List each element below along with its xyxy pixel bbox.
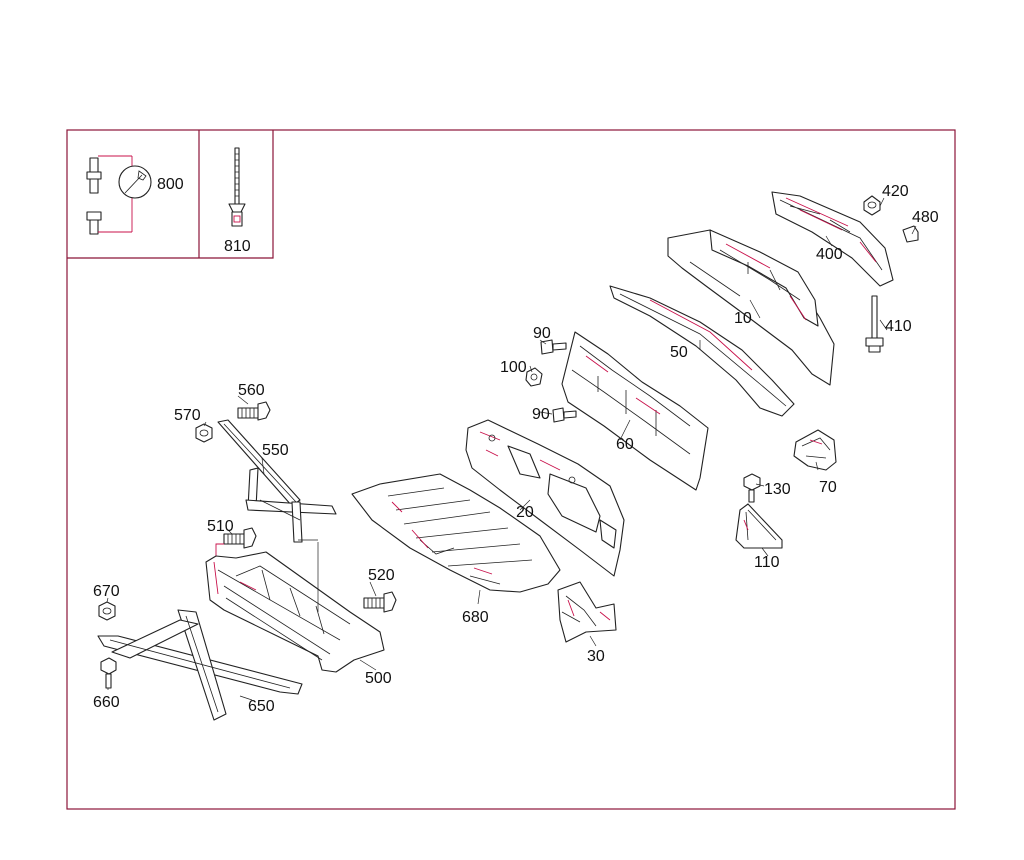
label-60: 60 bbox=[616, 436, 634, 453]
label-110: 110 bbox=[754, 554, 780, 571]
part-500-subframe bbox=[205, 539, 385, 673]
label-570: 570 bbox=[174, 407, 201, 424]
label-550: 550 bbox=[262, 442, 289, 459]
part-20-rear-wall bbox=[465, 419, 625, 577]
part-90-screw-upper bbox=[540, 339, 567, 355]
part-650-cross-brace bbox=[97, 609, 303, 721]
part-50-strip bbox=[609, 285, 795, 417]
label-50: 50 bbox=[670, 344, 688, 361]
label-510: 510 bbox=[207, 518, 234, 535]
part-480-clip bbox=[902, 225, 919, 243]
label-100: 100 bbox=[500, 359, 527, 376]
part-670-nut bbox=[98, 601, 116, 621]
tool-set-inset bbox=[86, 155, 152, 235]
part-70-bracket bbox=[793, 429, 837, 471]
label-90-lower: 90 bbox=[532, 406, 550, 423]
diagram-frame bbox=[66, 129, 956, 810]
label-680: 680 bbox=[462, 609, 489, 626]
label-650: 650 bbox=[248, 698, 275, 715]
part-550-strut bbox=[217, 419, 337, 543]
part-90-screw-lower bbox=[552, 407, 577, 423]
long-bolt-inset bbox=[228, 147, 246, 227]
part-680-floor-pan bbox=[351, 473, 561, 593]
label-420: 420 bbox=[882, 183, 909, 200]
part-100-nut bbox=[525, 367, 543, 387]
label-500: 500 bbox=[365, 670, 392, 687]
label-20: 20 bbox=[516, 504, 534, 521]
label-90-upper: 90 bbox=[533, 325, 551, 342]
part-110-bracket bbox=[735, 503, 783, 549]
part-400-beam bbox=[771, 191, 894, 287]
label-130: 130 bbox=[764, 481, 791, 498]
label-410: 410 bbox=[885, 318, 912, 335]
label-660: 660 bbox=[93, 694, 120, 711]
leader-lines bbox=[106, 197, 917, 701]
label-70: 70 bbox=[819, 479, 837, 496]
label-480: 480 bbox=[912, 209, 939, 226]
label-520: 520 bbox=[368, 567, 395, 584]
part-660-bolt bbox=[100, 657, 117, 689]
part-560-bolt bbox=[237, 401, 271, 421]
label-400: 400 bbox=[816, 246, 843, 263]
part-570-nut bbox=[195, 423, 213, 443]
part-130-bolt bbox=[743, 473, 761, 503]
part-30-gusset bbox=[557, 581, 617, 643]
part-10-panel bbox=[667, 229, 835, 386]
label-560: 560 bbox=[238, 382, 265, 399]
label-810: 810 bbox=[224, 238, 251, 255]
label-670: 670 bbox=[93, 583, 120, 600]
label-30: 30 bbox=[587, 648, 605, 665]
label-10: 10 bbox=[734, 310, 752, 327]
inset-boxes bbox=[67, 130, 274, 259]
part-410-bolt bbox=[865, 295, 884, 353]
part-60-mat bbox=[561, 331, 709, 491]
part-510-bolt bbox=[215, 527, 257, 556]
part-520-bolt bbox=[363, 591, 397, 613]
label-800: 800 bbox=[157, 176, 184, 193]
part-420-nut bbox=[863, 195, 881, 216]
